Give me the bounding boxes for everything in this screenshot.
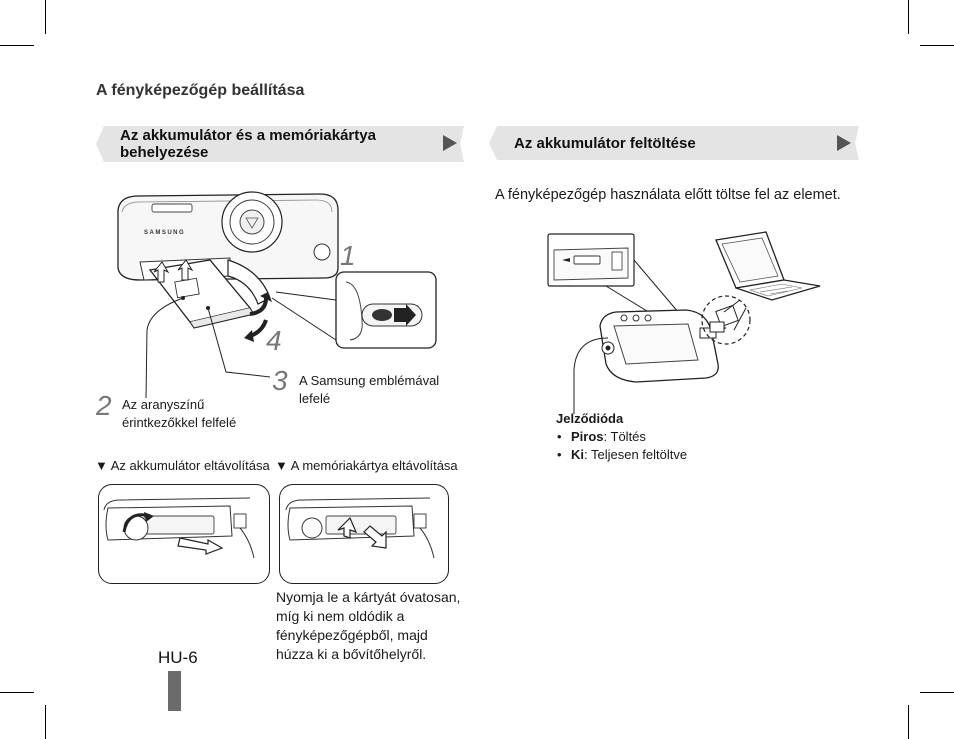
charging-intro: A fényképezőgép használata előtt töltse … (495, 187, 841, 203)
camera-brand: SAMSUNG (144, 230, 185, 236)
led-item-label: Piros (571, 429, 604, 444)
removal-battery-label: ▼ Az akkumulátor eltávolítása (95, 458, 270, 473)
page-number: HU-6 (158, 648, 198, 667)
play-arrow-icon (837, 135, 851, 151)
bullet: • (557, 429, 562, 444)
crop-mark (0, 45, 34, 46)
crop-mark (908, 0, 909, 34)
left-banner-title: Az akkumulátor és a memóriakártya behely… (120, 127, 376, 161)
section-title: A fényképezőgép beállítása (96, 82, 305, 99)
battery-insertion-illustration: SAMSUNG (117, 191, 437, 349)
card-removal-illustration (285, 497, 435, 559)
left-section-banner (96, 126, 464, 162)
charging-illustration (547, 231, 821, 414)
step-number-3: 3 (272, 365, 288, 396)
step-number-2: 2 (96, 390, 112, 421)
right-section-banner (489, 126, 859, 160)
battery-removal-illustration (103, 497, 255, 559)
bullet: • (557, 447, 562, 462)
play-arrow-icon (443, 135, 457, 151)
step-number-4: 4 (266, 325, 282, 356)
callout-gold-contacts: Az aranyszínű érintkezőkkel felfelé (122, 397, 237, 430)
callout-samsung-logo: A Samsung emblémával lefelé (299, 373, 440, 406)
right-banner-title: Az akkumulátor feltöltése (514, 135, 696, 152)
led-item-text: : Töltés (603, 429, 646, 444)
crop-mark (45, 705, 46, 739)
step-number-1: 1 (340, 240, 356, 271)
crop-mark (920, 45, 954, 46)
led-item: • Piros: Töltés (557, 428, 646, 446)
crop-mark (908, 705, 909, 739)
crop-mark (0, 692, 34, 693)
led-item-label: Ki (571, 447, 584, 462)
led-item-text: : Teljesen feltöltve (584, 447, 688, 462)
crop-mark (45, 0, 46, 34)
page-tab (168, 671, 181, 711)
card-removal-instruction: Nyomja le a kártyát óvatosan, míg ki nem… (276, 589, 461, 662)
led-title: Jelződióda (556, 411, 624, 426)
crop-mark (920, 692, 954, 693)
removal-card-label: ▼ A memóriakártya eltávolítása (275, 458, 458, 473)
led-item: • Ki: Teljesen feltöltve (557, 446, 687, 464)
